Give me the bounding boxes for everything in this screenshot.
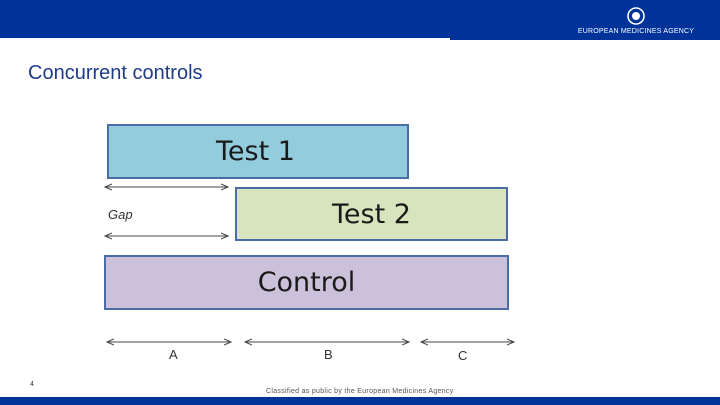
test1-label: Test 1 — [216, 136, 295, 167]
test1-box: Test 1 — [107, 124, 409, 179]
gap-label: Gap — [108, 207, 133, 222]
segment-b-label: B — [324, 347, 333, 362]
footer-bar — [0, 397, 720, 405]
brand-name: EUROPEAN MEDICINES AGENCY — [577, 28, 695, 35]
control-label: Control — [257, 267, 356, 298]
control-box: Control — [104, 255, 509, 310]
test2-label: Test 2 — [332, 198, 411, 230]
header-bar-accent — [450, 38, 720, 40]
ema-logo: EUROPEAN MEDICINES AGENCY — [576, 6, 696, 38]
slide-title: Concurrent controls — [28, 62, 203, 84]
segment-a-label: A — [169, 347, 178, 362]
header-bar: EUROPEAN MEDICINES AGENCY — [0, 0, 720, 38]
test2-box: Test 2 — [235, 187, 508, 241]
ema-emblem-icon — [627, 7, 645, 25]
segment-c-label: C — [458, 348, 468, 363]
classification-footer: Classified as public by the European Med… — [266, 388, 454, 395]
page-number: 4 — [30, 381, 34, 388]
